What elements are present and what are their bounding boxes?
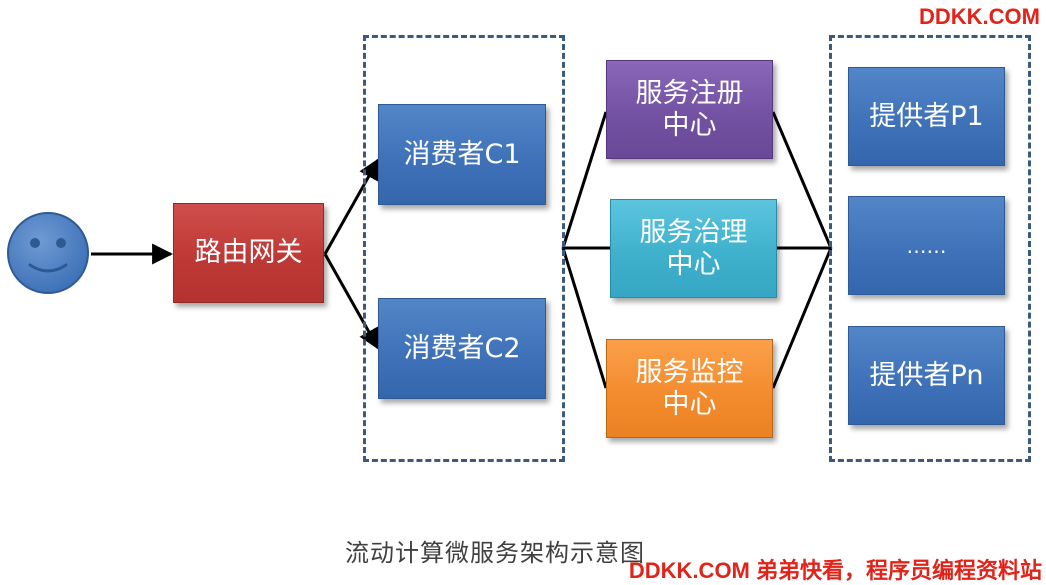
diagram-caption: 流动计算微服务架构示意图 bbox=[345, 539, 645, 567]
line-hub-to-monitor bbox=[561, 247, 608, 389]
line-hub-to-registry bbox=[561, 111, 608, 249]
provider-ellipsis-node: …… bbox=[848, 196, 1005, 295]
provider-pn-node: 提供者Pn bbox=[848, 326, 1005, 425]
service-monitor-node: 服务监控中心 bbox=[606, 339, 773, 438]
consumer-c2-node: 消费者C2 bbox=[378, 298, 546, 399]
service-governance-label: 服务治理中心 bbox=[639, 216, 748, 280]
consumer-c1-label: 消费者C1 bbox=[403, 138, 521, 170]
watermark-bottom: DDKK.COM 弟弟快看，程序员编程资料站 bbox=[628, 558, 1042, 583]
consumer-group-frame bbox=[363, 35, 565, 462]
arrow-gateway-to-c1 bbox=[323, 158, 380, 255]
line-registry-to-providers bbox=[771, 111, 833, 249]
line-monitor-to-providers bbox=[771, 247, 833, 389]
provider-ellipsis-label: …… bbox=[906, 233, 947, 258]
arrow-gateway-to-c2 bbox=[323, 253, 380, 350]
service-monitor-label: 服务监控中心 bbox=[635, 356, 744, 420]
consumer-c2-label: 消费者C2 bbox=[403, 332, 521, 364]
service-governance-node: 服务治理中心 bbox=[610, 199, 777, 298]
provider-pn-label: 提供者Pn bbox=[869, 359, 984, 391]
smiley-face-icon bbox=[7, 212, 89, 294]
watermark-top: DDKK.COM bbox=[919, 4, 1040, 29]
provider-group-frame bbox=[829, 35, 1031, 462]
consumer-c1-node: 消费者C1 bbox=[378, 104, 546, 205]
router-gateway-node: 路由网关 bbox=[173, 203, 324, 303]
provider-p1-node: 提供者P1 bbox=[848, 67, 1005, 166]
service-registry-node: 服务注册中心 bbox=[606, 60, 773, 159]
service-registry-label: 服务注册中心 bbox=[635, 77, 744, 141]
router-gateway-label: 路由网关 bbox=[194, 237, 303, 268]
provider-p1-label: 提供者P1 bbox=[869, 100, 984, 132]
